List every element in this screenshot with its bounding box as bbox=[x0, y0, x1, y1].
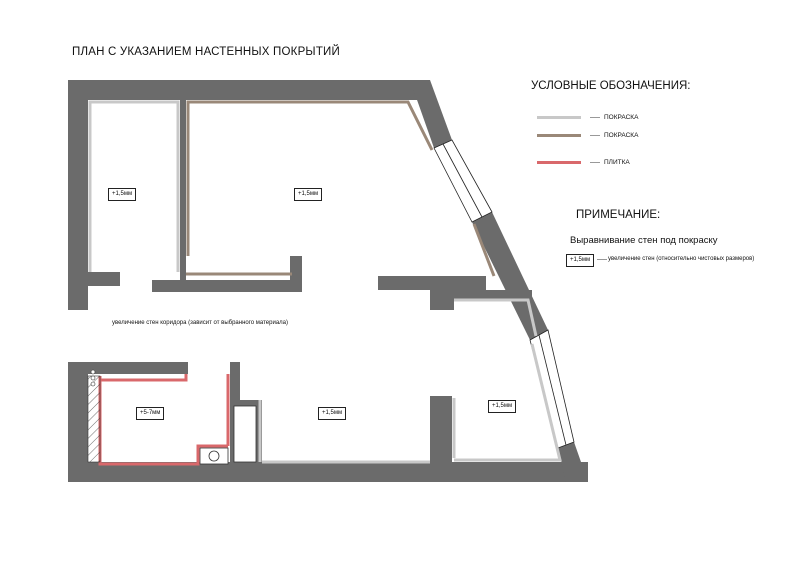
wall-partition-8 bbox=[68, 362, 188, 374]
fixture-circle bbox=[208, 450, 220, 462]
paint-brown-lines bbox=[186, 100, 496, 277]
wall-partition-10 bbox=[430, 396, 452, 468]
wall-left-lower bbox=[68, 362, 88, 480]
note-description: увеличение стен (относительно чистовых р… bbox=[608, 256, 755, 262]
walls bbox=[68, 80, 588, 482]
corridor-note: увеличение стен коридора (зависит от выб… bbox=[112, 320, 288, 326]
room-label: +1,5мм bbox=[108, 188, 137, 201]
wall-diagonal-lower bbox=[558, 442, 588, 482]
wall-partition-1 bbox=[180, 100, 186, 280]
note-tag: +1,5мм bbox=[566, 254, 595, 267]
hatched-shaft bbox=[87, 375, 101, 463]
note-dash bbox=[597, 259, 607, 260]
fixture-shaft bbox=[233, 405, 257, 463]
wall-left-upper bbox=[68, 80, 88, 310]
page-title: ПЛАН С УКАЗАНИЕМ НАСТЕННЫХ ПОКРЫТИЙ bbox=[72, 46, 340, 58]
wall-partition-6 bbox=[430, 288, 454, 310]
room-label: +1,5мм bbox=[294, 188, 323, 201]
legend-title: УСЛОВНЫЕ ОБОЗНАЧЕНИЯ: bbox=[531, 80, 691, 92]
wall-partition-2 bbox=[88, 272, 120, 286]
wall-diagonal-upper bbox=[410, 80, 452, 148]
legend-swatch-paint-light bbox=[537, 116, 581, 119]
legend-swatch-paint-brown bbox=[537, 134, 581, 137]
wall-partition-3 bbox=[152, 280, 302, 292]
wall-partition-5 bbox=[378, 276, 486, 290]
legend-label-tile: ПЛИТКА bbox=[604, 159, 630, 166]
room-label: +1,5мм bbox=[318, 407, 347, 420]
legend-dash bbox=[590, 135, 600, 136]
paint-light-lines bbox=[88, 100, 562, 464]
fixture-dots bbox=[90, 369, 96, 387]
wall-top bbox=[68, 80, 430, 100]
wall-partition-7 bbox=[452, 290, 532, 300]
wall-bottom bbox=[68, 462, 588, 482]
room-label: +5-7мм bbox=[136, 407, 165, 420]
legend-label-paint-light: ПОКРАСКА bbox=[604, 114, 639, 121]
note-subtitle: Выравнивание стен под покраску bbox=[570, 235, 718, 246]
room-label: +1,5мм bbox=[488, 400, 517, 413]
note-title: ПРИМЕЧАНИЕ: bbox=[576, 209, 661, 221]
wall-partition-4 bbox=[290, 256, 302, 286]
legend-dash bbox=[590, 117, 600, 118]
legend-label-paint-brown: ПОКРАСКА bbox=[604, 132, 639, 139]
legend-swatch-tile bbox=[537, 161, 581, 164]
legend-dash bbox=[590, 162, 600, 163]
